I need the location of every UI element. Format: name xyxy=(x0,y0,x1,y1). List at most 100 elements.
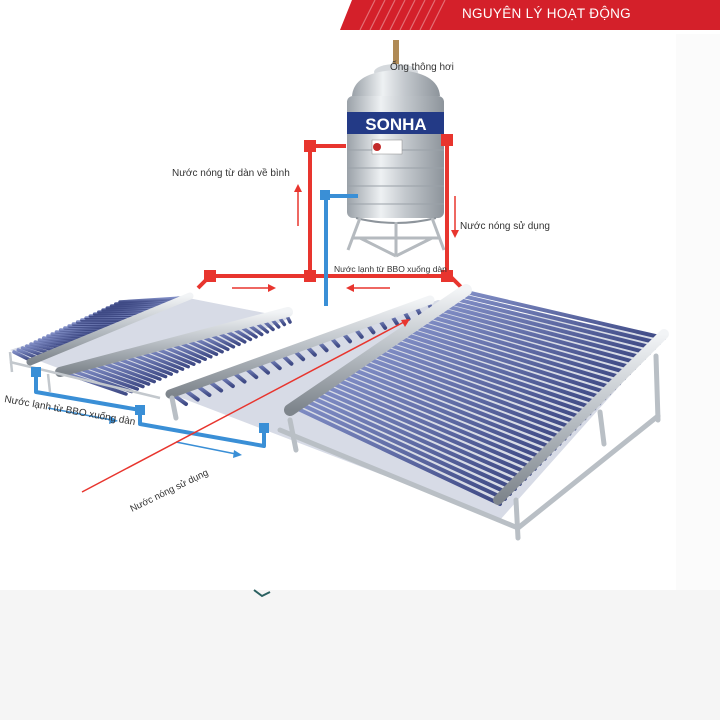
vacuum-tube xyxy=(397,335,602,406)
banner-hatching xyxy=(359,0,446,31)
vacuum-tube xyxy=(335,377,542,466)
vacuum-tube xyxy=(381,346,587,421)
collector-panel-left xyxy=(8,292,293,400)
vacuum-tube xyxy=(50,332,87,340)
vacuum-tube xyxy=(360,360,567,441)
tank-brand-text: SONHA xyxy=(365,115,426,134)
vacuum-tube xyxy=(330,381,537,471)
pipe-tee xyxy=(304,270,316,282)
vacuum-tube xyxy=(16,348,38,360)
flow-arrow-blue-left xyxy=(47,407,118,424)
flow-arrow-left xyxy=(346,284,390,292)
vacuum-tube xyxy=(33,340,63,350)
label-hot-return: Nước nóng từ dàn về bình xyxy=(172,167,290,179)
vacuum-tube xyxy=(29,342,57,352)
pipe-elbow xyxy=(135,405,145,415)
vacuum-tube xyxy=(345,370,552,456)
vacuum-tube xyxy=(314,391,522,486)
manifold-header xyxy=(165,295,435,399)
pipe-elbow xyxy=(204,270,216,282)
panel-support-frame xyxy=(169,353,661,541)
vacuum-tube xyxy=(464,290,666,340)
pipe-elbow xyxy=(259,423,269,433)
vacuum-tube xyxy=(75,320,123,325)
manifold-header xyxy=(55,307,293,377)
vacuum-tube xyxy=(91,362,151,386)
vacuum-tube xyxy=(319,388,527,481)
header-banner xyxy=(340,0,720,31)
vacuum-tube xyxy=(438,307,642,366)
vacuum-tube xyxy=(54,330,93,337)
vacuum-tube xyxy=(145,348,190,369)
vacuum-tube xyxy=(402,332,607,401)
tank-brand-band xyxy=(347,112,444,134)
banner-background xyxy=(340,0,720,30)
vacuum-tube xyxy=(101,306,160,312)
vacuum-tube xyxy=(417,321,622,386)
flow-arrow-down xyxy=(451,196,459,238)
vacuum-tube xyxy=(340,374,547,461)
panel-bottom-rail xyxy=(493,329,669,505)
flow-arrow-up xyxy=(294,184,302,226)
vacuum-tube xyxy=(122,354,173,376)
tank-label-plate xyxy=(371,139,403,155)
vacuum-tube xyxy=(407,328,612,396)
flow-arrow-right xyxy=(232,284,276,292)
vacuum-tube xyxy=(391,339,597,411)
vacuum-tube xyxy=(350,367,557,451)
vacuum-tube xyxy=(129,352,179,374)
manifold-header xyxy=(26,292,194,366)
vacuum-tube xyxy=(63,326,105,332)
collector-panel-right xyxy=(165,284,669,541)
tank-dome xyxy=(352,70,440,96)
vacuum-tube xyxy=(46,334,81,342)
vacuum-tube xyxy=(366,356,572,436)
vacuum-tube xyxy=(88,313,142,318)
vacuum-tube xyxy=(75,366,140,391)
vacuum-tube xyxy=(67,324,111,330)
vacuum-tube xyxy=(412,325,617,391)
vacuum-tube xyxy=(12,350,32,362)
vacuum-tube xyxy=(309,395,517,491)
pipe-tee xyxy=(441,270,453,282)
manifold-header xyxy=(284,284,472,416)
vacuum-tube xyxy=(371,353,577,431)
vacuum-tube xyxy=(83,364,145,389)
flow-arrow-hot-diagonal xyxy=(81,319,410,493)
vent-pipe xyxy=(393,40,399,66)
tank-stand xyxy=(346,217,446,258)
label-hot-use-left: Nước nóng sử dụng xyxy=(128,467,210,514)
label-cold-down-center: Nước lạnh từ BBO xuống dàn xyxy=(334,264,447,274)
decorative-mark xyxy=(253,589,271,598)
pipe-elbow xyxy=(304,140,316,152)
vacuum-tube xyxy=(160,344,202,364)
vacuum-tube xyxy=(118,296,184,304)
vacuum-tube xyxy=(97,308,154,314)
vacuum-tube xyxy=(105,303,166,310)
background-strip-bottom xyxy=(0,590,720,720)
vacuum-tube xyxy=(453,297,657,351)
storage-tank: SONHA xyxy=(346,40,446,258)
vacuum-tube xyxy=(98,360,157,384)
vacuum-tube xyxy=(71,322,117,328)
vacuum-tube xyxy=(294,406,502,506)
vacuum-tube xyxy=(458,293,662,346)
vacuum-tube xyxy=(427,314,632,376)
vacuum-tube xyxy=(106,358,162,381)
pipe-elbow xyxy=(441,134,453,146)
vacuum-tube xyxy=(137,350,185,371)
cold-distribution-pipe xyxy=(34,372,266,448)
vacuum-tube xyxy=(152,346,196,366)
vacuum-tube xyxy=(58,328,99,335)
vacuum-tube xyxy=(37,338,69,347)
pipe-elbow xyxy=(31,367,41,377)
label-hot-use-right: Nước nóng sử dụng xyxy=(460,220,550,232)
flow-arrow-blue-right xyxy=(175,441,242,458)
tank-badge-icon xyxy=(373,143,381,151)
vacuum-tube xyxy=(376,349,582,426)
vacuum-tube xyxy=(443,304,647,361)
vacuum-tube xyxy=(299,402,507,501)
vacuum-tube xyxy=(433,311,637,371)
vacuum-tube xyxy=(386,342,592,416)
vacuum-tube xyxy=(114,298,178,306)
